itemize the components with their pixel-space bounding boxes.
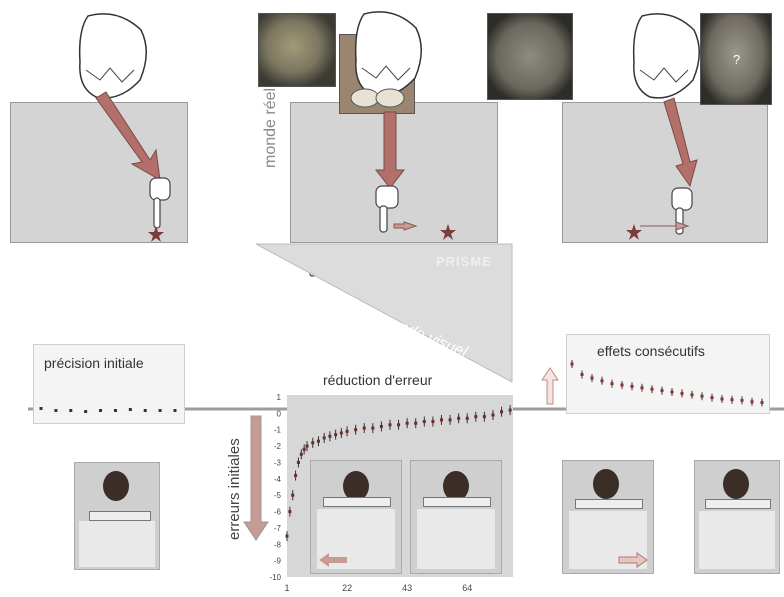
subject-head [103,471,129,501]
subject-photo-exposure-late [410,460,502,574]
data-point [380,425,383,428]
data-point [621,384,624,387]
data-point [671,391,674,394]
data-point [631,385,634,388]
data-point [286,535,289,538]
data-point [340,432,343,435]
x-tick-label: 1 [284,583,289,593]
data-point [303,448,306,451]
data-point [571,363,574,366]
data-point [449,418,452,421]
x-tick-label: 64 [462,583,472,593]
right-arrow-icon [619,553,649,567]
data-point [288,510,291,513]
x-tick-label: 43 [402,583,412,593]
data-point [388,423,391,426]
data-point [741,399,744,402]
y-tick-label: -3 [274,458,282,467]
data-point [751,400,754,403]
subject-photo-exposure-early [310,460,402,574]
y-tick-label: 1 [277,393,282,402]
y-tick-label: -6 [274,508,282,517]
data-point [334,433,337,436]
data-point [711,396,714,399]
data-point [651,388,654,391]
occluding-board [705,499,771,509]
subject-torso [417,509,495,569]
y-tick-label: -9 [274,557,282,566]
occluding-board [323,497,391,507]
data-point [431,420,434,423]
y-tick-label: -7 [274,524,282,533]
y-tick-label: -8 [274,540,282,549]
y-tick-label: -10 [269,573,281,582]
data-point [691,393,694,396]
subject-head [593,469,619,499]
subject-head [723,469,749,499]
data-point [346,430,349,433]
subject-photo-aftereffect-1 [562,460,654,574]
data-point [363,427,366,430]
data-point [414,422,417,425]
data-point [509,409,512,412]
data-point [306,445,309,448]
y-tick-label: 0 [277,409,282,418]
y-tick-label: -5 [274,491,282,500]
x-tick-label: 22 [342,583,352,593]
data-point [297,461,300,464]
subject-torso [79,521,155,567]
data-point [721,398,724,401]
data-point [681,392,684,395]
data-point [323,436,326,439]
data-point [483,415,486,418]
subject-torso [699,511,775,569]
occluding-board [89,511,151,521]
effets-consecutifs-chart [566,334,768,412]
data-point [354,428,357,431]
subject-photo-aftereffect-2 [694,460,780,574]
occluding-board [575,499,643,509]
data-point [591,377,594,380]
data-point [457,417,460,420]
data-point [641,386,644,389]
data-point [701,395,704,398]
data-point [761,401,764,404]
data-point [294,474,297,477]
left-arrow-icon [319,553,349,567]
data-point [300,453,303,456]
data-point [661,389,664,392]
subject-photo-baseline [74,462,160,570]
data-point [423,420,426,423]
data-point [317,440,320,443]
data-point [731,398,734,401]
data-point [291,494,294,497]
y-tick-label: -4 [274,475,282,484]
data-point [581,373,584,376]
data-point [328,435,331,438]
data-point [406,422,409,425]
data-point [311,441,314,444]
data-point [474,415,477,418]
data-point [491,414,494,417]
data-point [440,418,443,421]
data-point [611,382,614,385]
data-point [397,423,400,426]
y-tick-label: -2 [274,442,282,451]
data-point [371,427,374,430]
data-point [601,379,604,382]
y-tick-label: -1 [274,426,282,435]
occluding-board [423,497,491,507]
data-point [500,410,503,413]
data-point [466,417,469,420]
